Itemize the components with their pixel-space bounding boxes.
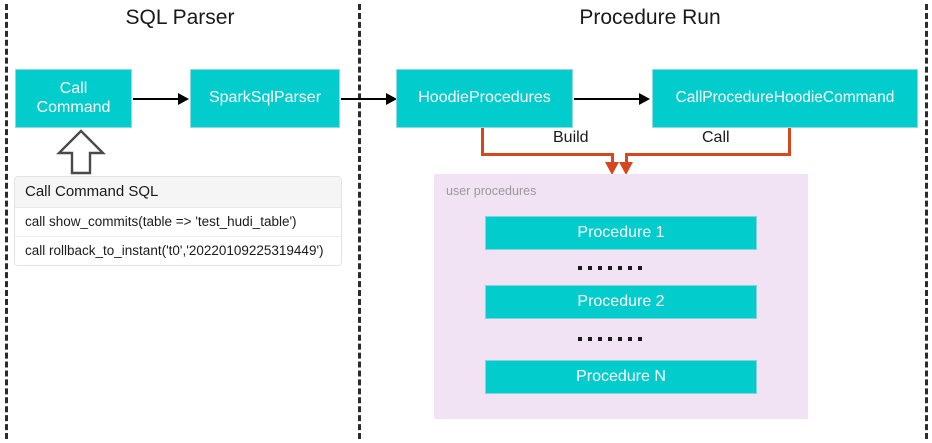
connector-label-build: Build bbox=[548, 129, 594, 147]
arrow-call-command-to-sparksqlparser bbox=[133, 98, 181, 100]
ellipsis-dots-1 bbox=[578, 266, 642, 270]
box-hoodieprocedures-label: HoodieProcedures bbox=[418, 89, 551, 107]
arrowhead-to-sparksqlparser bbox=[178, 93, 189, 105]
connector-label-call: Call bbox=[697, 129, 735, 147]
box-sparksqlparser-label: SparkSqlParser bbox=[208, 89, 322, 107]
user-procedures-label: user procedures bbox=[446, 184, 537, 198]
box-call-command-line1: Call bbox=[59, 79, 88, 97]
box-procedure-1[interactable]: Procedure 1 bbox=[485, 216, 757, 250]
box-procedure-2-label: Procedure 2 bbox=[577, 293, 665, 310]
divider-right bbox=[925, 4, 928, 439]
panel-title-sql-parser: SQL Parser bbox=[125, 6, 235, 29]
sql-table-row: call rollback_to_instant('t0','202201092… bbox=[15, 237, 341, 265]
connector-call-vertical-drop bbox=[625, 153, 628, 165]
connector-call-vertical-right bbox=[788, 128, 791, 155]
arrow-sparksqlparser-to-hoodieprocedures bbox=[341, 98, 389, 100]
ellipsis-dots-2 bbox=[578, 337, 642, 341]
sql-table-header: Call Command SQL bbox=[15, 177, 341, 208]
panel-title-procedure-run: Procedure Run bbox=[579, 6, 721, 29]
box-callprocedurehoodiecommand-label: CallProcedureHoodieCommand bbox=[675, 89, 895, 107]
box-callprocedurehoodiecommand[interactable]: CallProcedureHoodieCommand bbox=[652, 69, 918, 128]
connector-build-horizontal bbox=[481, 153, 613, 156]
box-procedure-n[interactable]: Procedure N bbox=[485, 360, 757, 394]
call-command-sql-table: Call Command SQL call show_commits(table… bbox=[14, 176, 342, 266]
box-sparksqlparser[interactable]: SparkSqlParser bbox=[190, 69, 340, 128]
sql-table-row: call show_commits(table => 'test_hudi_ta… bbox=[15, 208, 341, 237]
arrowhead-to-callprocedure bbox=[639, 93, 650, 105]
connector-build-vertical-drop bbox=[611, 153, 614, 165]
block-arrow-up-icon bbox=[56, 129, 106, 175]
arrow-hoodieprocedures-to-callprocedure bbox=[574, 98, 642, 100]
divider-middle bbox=[358, 4, 361, 439]
box-call-command[interactable]: Call Command bbox=[15, 69, 132, 128]
box-call-command-line2: Command bbox=[36, 98, 111, 116]
box-procedure-1-label: Procedure 1 bbox=[577, 224, 665, 241]
connector-call-arrowhead bbox=[619, 162, 633, 175]
arrowhead-to-hoodieprocedures bbox=[386, 93, 397, 105]
box-procedure-2[interactable]: Procedure 2 bbox=[485, 285, 757, 319]
box-hoodieprocedures[interactable]: HoodieProcedures bbox=[396, 69, 573, 128]
connector-build-arrowhead bbox=[605, 162, 619, 175]
connector-build-vertical-left bbox=[481, 128, 484, 155]
box-procedure-n-label: Procedure N bbox=[576, 368, 666, 385]
divider-left bbox=[5, 4, 8, 439]
connector-call-horizontal bbox=[625, 153, 791, 156]
